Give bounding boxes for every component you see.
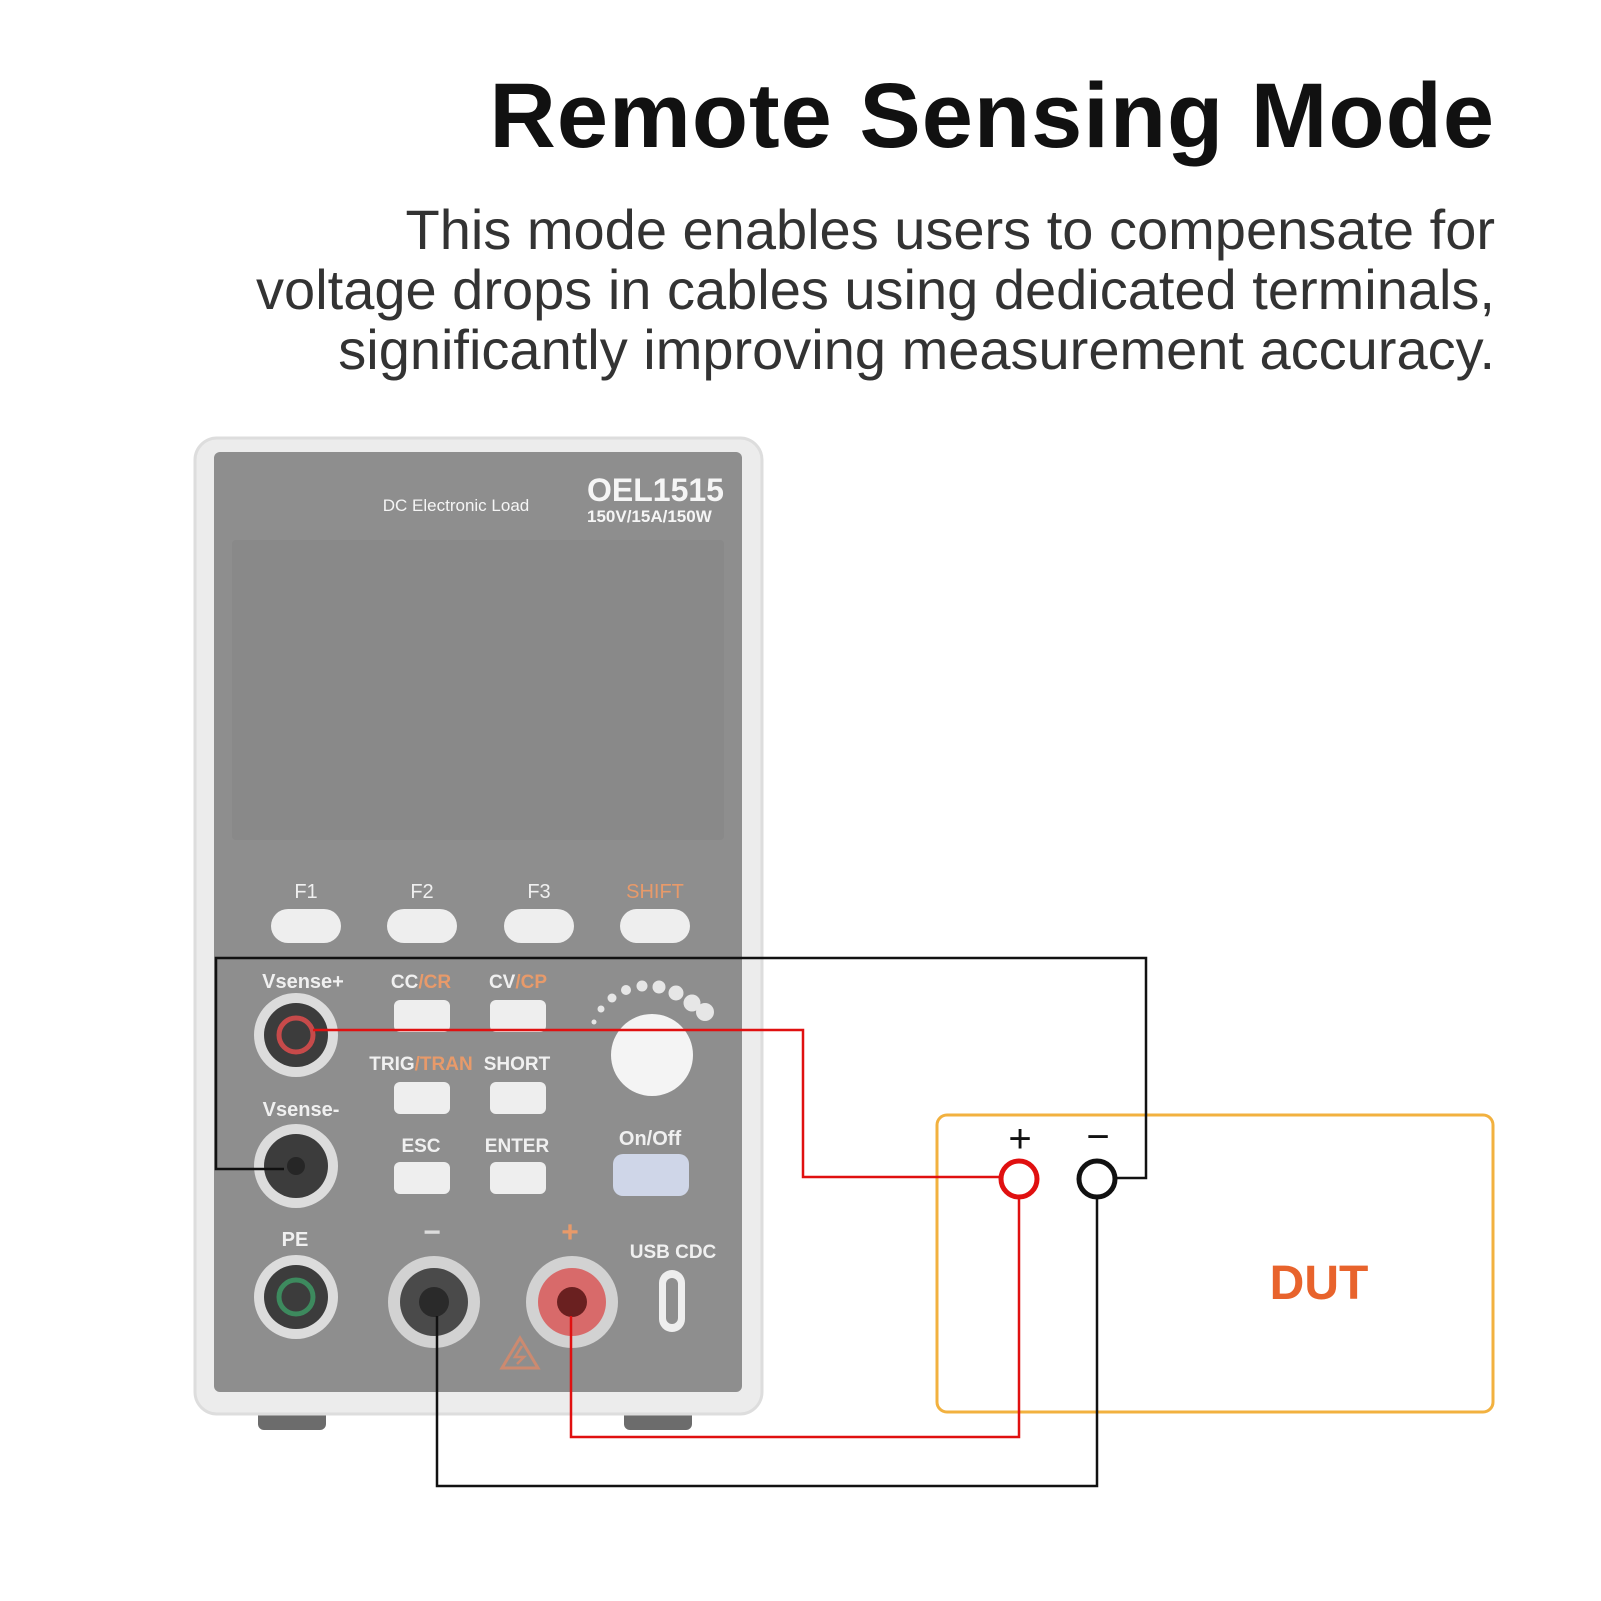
- onoff-label: On/Off: [619, 1128, 682, 1150]
- cc-label: CC: [391, 972, 419, 993]
- cv-label: CV: [489, 972, 516, 993]
- description-line-3: significantly improving measurement accu…: [338, 318, 1495, 381]
- pe-label: PE: [282, 1229, 309, 1251]
- page-title: Remote Sensing Mode: [489, 65, 1495, 167]
- description-line-1: This mode enables users to compensate fo…: [405, 198, 1495, 261]
- cp-label: /CP: [515, 972, 547, 993]
- svg-text:CC/CR: CC/CR: [391, 972, 451, 993]
- description: This mode enables users to compensate fo…: [256, 200, 1495, 380]
- f1-label: F1: [294, 881, 317, 903]
- f3-button[interactable]: [504, 909, 574, 943]
- dut-label: DUT: [1270, 1257, 1369, 1310]
- load-wire-red: [569, 1198, 1021, 1439]
- dut-minus-label: −: [1086, 1115, 1109, 1159]
- short-button[interactable]: [490, 1082, 546, 1114]
- usb-label: USB CDC: [630, 1242, 717, 1263]
- svg-text:CV/CP: CV/CP: [489, 972, 547, 993]
- device-model: OEL1515: [587, 472, 724, 508]
- dut-minus-terminal: [1076, 1158, 1118, 1200]
- warning-triangle-icon: [499, 1335, 541, 1370]
- enter-label: ENTER: [485, 1136, 550, 1157]
- device-subtitle: DC Electronic Load: [383, 496, 529, 515]
- knob-icon[interactable]: [591, 980, 715, 1097]
- cr-label: /CR: [418, 972, 451, 993]
- f1-button[interactable]: [271, 909, 341, 943]
- device-rating: 150V/15A/150W: [587, 507, 713, 526]
- vsense-plus-ring: [276, 1015, 316, 1055]
- shift-button[interactable]: [620, 909, 690, 943]
- esc-button[interactable]: [394, 1162, 450, 1194]
- svg-text:TRIG/TRAN: TRIG/TRAN: [369, 1054, 472, 1075]
- load-wire-black: [435, 1198, 1099, 1488]
- sense-wire-red: [313, 1028, 1000, 1179]
- cv-cp-button[interactable]: [490, 1000, 546, 1032]
- dut-plus-terminal: [998, 1158, 1040, 1200]
- dut-plus-label: +: [1008, 1117, 1031, 1161]
- trig-tran-button[interactable]: [394, 1082, 450, 1114]
- sense-wire-black: [214, 956, 1148, 1180]
- electronic-load-device: DC Electronic Load OEL1515 150V/15A/150W…: [193, 436, 764, 1430]
- display-area: [232, 540, 724, 840]
- vsense-plus-label: Vsense+: [262, 971, 344, 993]
- cc-cr-button[interactable]: [394, 1000, 450, 1032]
- short-label: SHORT: [484, 1054, 551, 1075]
- trig-label: TRIG: [369, 1054, 414, 1075]
- description-line-2: voltage drops in cables using dedicated …: [256, 258, 1495, 321]
- f2-label: F2: [410, 881, 433, 903]
- main-minus-label: −: [423, 1216, 441, 1249]
- shift-label: SHIFT: [626, 881, 684, 903]
- vsense-minus-label: Vsense-: [263, 1099, 340, 1121]
- tran-label: /TRAN: [415, 1054, 473, 1075]
- f2-button[interactable]: [387, 909, 457, 943]
- f3-label: F3: [527, 881, 550, 903]
- dut-box: DUT + −: [935, 1113, 1495, 1414]
- rotary-knob: [611, 1014, 693, 1096]
- main-plus-label: +: [561, 1216, 579, 1249]
- enter-button[interactable]: [490, 1162, 546, 1194]
- pe-ring: [276, 1277, 316, 1317]
- esc-label: ESC: [401, 1136, 440, 1157]
- onoff-button[interactable]: [613, 1154, 689, 1196]
- dut-border: [935, 1113, 1495, 1414]
